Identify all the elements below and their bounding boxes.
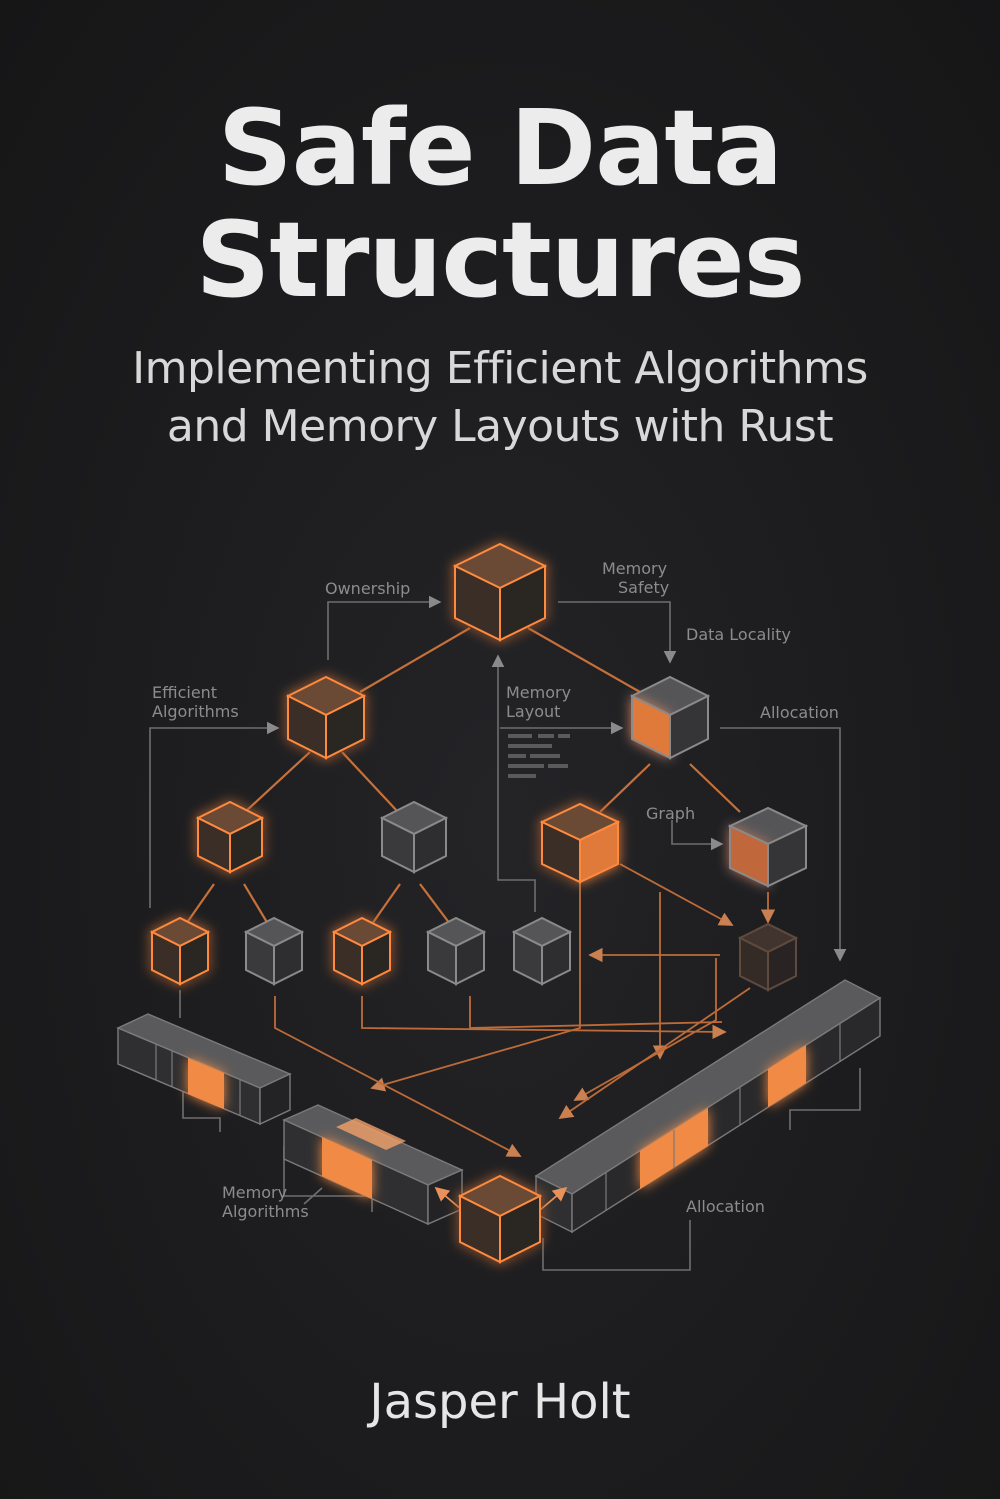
title-line-2: Structures <box>195 199 805 321</box>
label-memory-safety-1: Memory <box>602 559 667 578</box>
cube-level2-c <box>539 802 621 884</box>
label-memory-algorithms-2: Algorithms <box>222 1202 309 1221</box>
subtitle-line-2: and Memory Layouts with Rust <box>166 401 834 452</box>
cube-level1-right <box>629 675 711 760</box>
label-memory-layout-1: Memory <box>506 683 571 702</box>
cube-level1-left <box>285 675 367 760</box>
author-name: Jasper Holt <box>369 1374 631 1430</box>
cube-level3-e <box>511 916 573 986</box>
label-allocation-bottom: Allocation <box>686 1197 765 1216</box>
cube-level2-b <box>379 800 449 874</box>
label-memory-algorithms-1: Memory <box>222 1183 287 1202</box>
label-memory-layout-2: Layout <box>506 702 560 721</box>
book-title: Safe Data Structures <box>0 92 1000 316</box>
memory-blocks <box>116 979 882 1234</box>
label-graph: Graph <box>646 804 695 823</box>
cube-level2-a <box>195 800 265 874</box>
cube-level3-a <box>149 916 211 986</box>
diagram-labels: Ownership Memory Safety Data Locality Ef… <box>152 559 839 1221</box>
subtitle-line-1: Implementing Efficient Algorithms <box>132 343 868 394</box>
flow-arrows <box>274 863 776 1157</box>
label-efficient-algorithms-2: Algorithms <box>152 702 239 721</box>
cube-level3-f <box>737 922 799 992</box>
label-ownership: Ownership <box>325 579 410 598</box>
tree-edges <box>185 627 741 925</box>
cube-level3-c <box>331 916 393 986</box>
root-cube <box>452 542 548 642</box>
label-efficient-algorithms-1: Efficient <box>152 683 217 702</box>
cube-level2-d <box>727 806 809 888</box>
bottom-cube-arrows <box>434 1186 568 1211</box>
cube-level3-d <box>425 916 487 986</box>
cube-level3-b <box>243 916 305 986</box>
label-data-locality: Data Locality <box>686 625 791 644</box>
bottom-cube <box>457 1174 543 1264</box>
data-structure-illustration: Ownership Memory Safety Data Locality Ef… <box>116 542 882 1271</box>
grey-connectors <box>149 595 861 1271</box>
memory-layout-bars <box>508 734 570 778</box>
label-allocation-top: Allocation <box>760 703 839 722</box>
cubes <box>149 542 809 1264</box>
book-subtitle: Implementing Efficient Algorithms and Me… <box>0 340 1000 456</box>
title-line-1: Safe Data <box>217 87 783 209</box>
label-memory-safety-2: Safety <box>618 578 669 597</box>
